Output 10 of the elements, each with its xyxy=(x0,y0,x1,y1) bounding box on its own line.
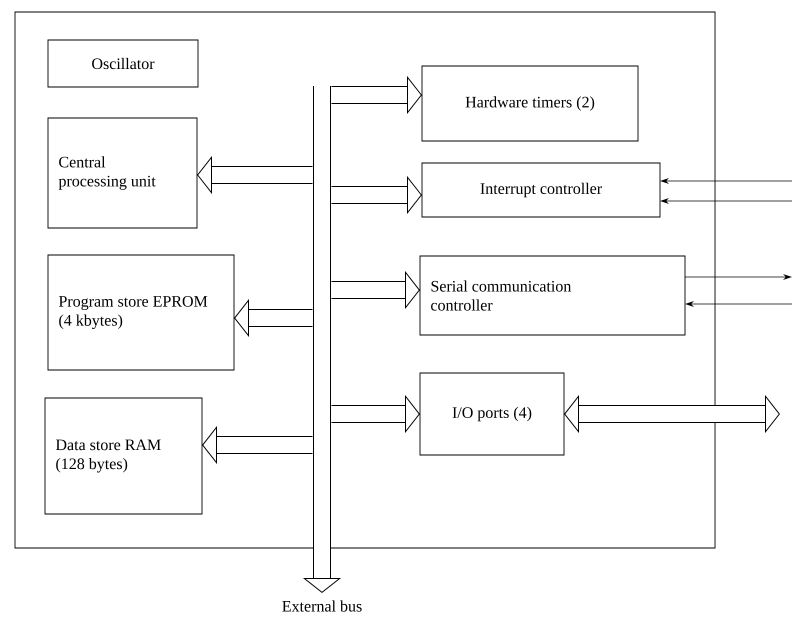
block-box: Interrupt controller xyxy=(422,162,660,218)
block-box: Serial communication controller xyxy=(420,256,686,336)
bus-label: External bus xyxy=(282,600,362,612)
block-box: Oscillator xyxy=(48,40,198,88)
block-box: I/O ports (4) xyxy=(420,372,564,456)
block-box: Program store EPROM (4 kbytes) xyxy=(48,254,234,370)
block-box: Data store RAM (128 bytes) xyxy=(44,398,202,514)
block-box: Hardware timers (2) xyxy=(422,66,638,142)
chip-outline xyxy=(14,12,716,548)
block-box: Central processing unit xyxy=(48,118,198,228)
